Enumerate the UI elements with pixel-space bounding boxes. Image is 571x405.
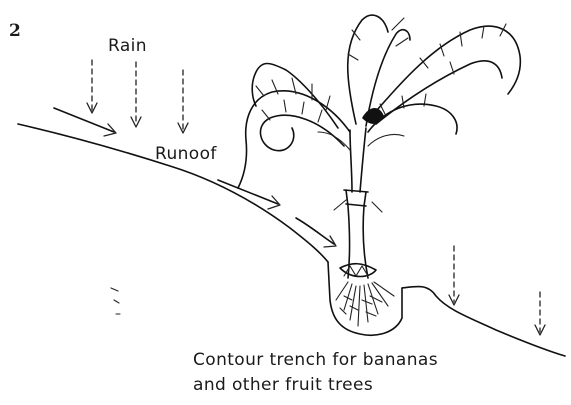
banana-leaves [238,15,520,188]
banana-stem [334,128,382,278]
runoff-arrows [54,108,336,247]
runoff-label: Runoof [155,144,217,164]
rain-label: Rain [108,36,147,56]
banana-roots [336,282,394,326]
ground-edge-mark [111,288,120,314]
figure-number-text: 2 [9,21,21,41]
caption-line-2: and other fruit trees [193,375,373,395]
caption-line-1: Contour trench for bananas [193,350,438,370]
